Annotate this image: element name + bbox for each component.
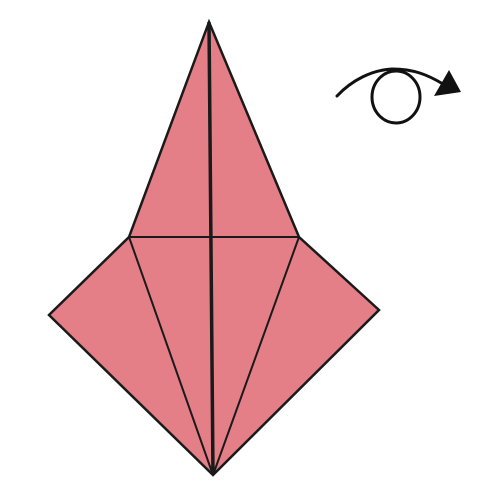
left-flap-fold	[128, 236, 214, 476]
turn-over-arrow-stroke	[335, 67, 445, 98]
turn-over-loop	[370, 69, 422, 125]
right-flap-fold	[212, 236, 300, 476]
center-crease	[207, 21, 215, 476]
turn-over-icon	[335, 67, 461, 125]
turn-over-arrowhead	[434, 70, 461, 96]
origami-model	[47, 18, 381, 477]
